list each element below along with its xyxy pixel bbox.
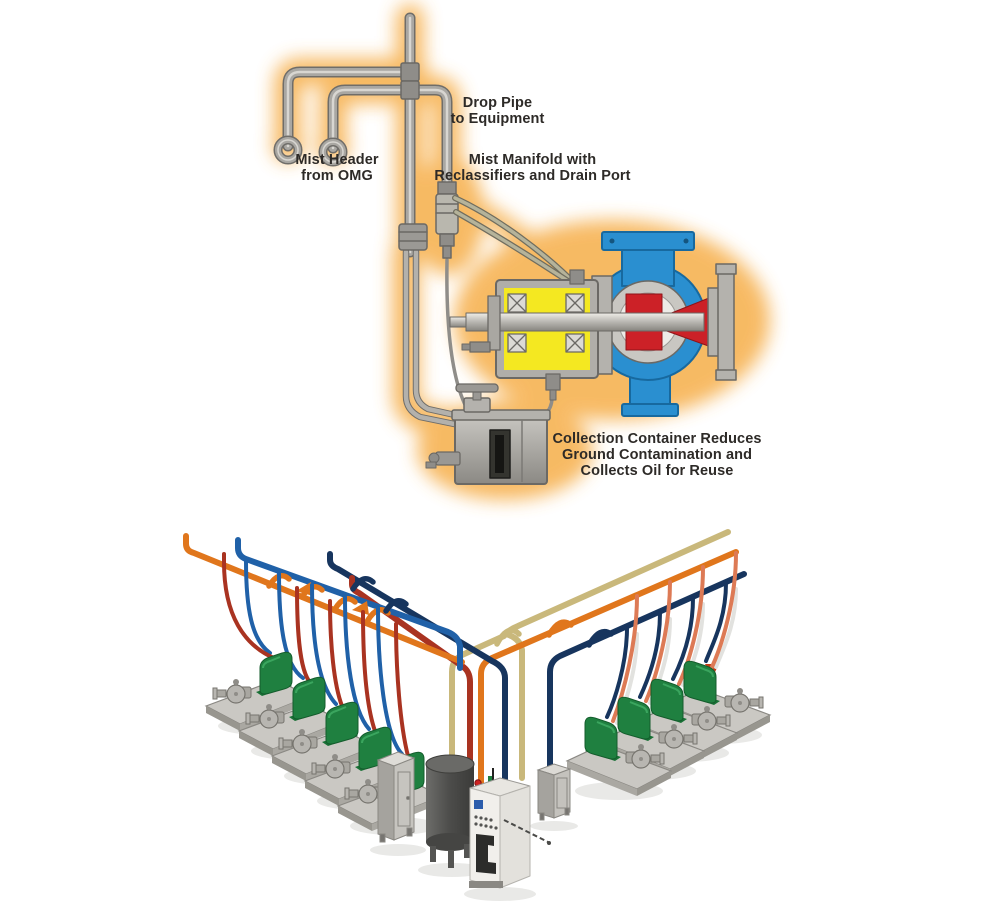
- collection-container: [425, 383, 551, 485]
- bearings: [507, 293, 585, 353]
- label-line: Drop Pipe: [462, 95, 533, 111]
- branch-drops: [222, 551, 738, 758]
- label-line: Ground Contamination and: [561, 447, 753, 463]
- header-drop-rings: [273, 135, 348, 167]
- console-nameplate: [474, 800, 483, 809]
- console-mimic-graphic: [476, 834, 496, 874]
- label-line: Collection Container Reduces: [552, 431, 762, 447]
- discharge-flange: [601, 231, 695, 251]
- label-line: to Equipment: [450, 111, 545, 127]
- label-line: Mist Manifold with: [468, 152, 597, 168]
- header-navy-right: [547, 571, 747, 770]
- t-handle: [455, 383, 499, 393]
- salmon-drops: [611, 551, 738, 723]
- console-probe: [503, 819, 549, 843]
- small-cabinet: [536, 763, 572, 821]
- label-line: Collects Oil for Reuse: [580, 463, 734, 479]
- label-collection-container: Collection Container Reduces Ground Cont…: [552, 431, 762, 479]
- label-mist-manifold: Mist Manifold with Reclassifiers and Dra…: [420, 152, 645, 184]
- label-line: Reclassifiers and Drain Port: [434, 168, 631, 184]
- mist-inlet-fitting: [569, 269, 585, 285]
- label-line: Mist Header: [295, 152, 379, 168]
- drain-valve: [425, 451, 461, 469]
- suction-flange: [717, 269, 735, 375]
- header-orange-left: [183, 533, 465, 665]
- console-buttons: [474, 815, 498, 830]
- electrical-cabinet: [376, 751, 416, 843]
- pump-shaft: [465, 312, 705, 332]
- oil-mist-generator-console: [469, 768, 551, 889]
- header-blue-left: [235, 537, 463, 671]
- plant-overview-svg: [183, 529, 771, 901]
- drain-lines: [402, 248, 554, 430]
- pump-cross-section: [449, 231, 737, 417]
- label-drop-pipe: Drop Pipe to Equipment: [425, 95, 570, 127]
- pipe-fittings: [398, 62, 428, 251]
- drain-fitting: [545, 373, 561, 391]
- mist-header-piping: [273, 12, 604, 430]
- top-diagram-svg: [272, 4, 770, 500]
- oil-reservoir-tank: [425, 754, 475, 868]
- mist-manifold: [435, 181, 459, 259]
- label-line: from OMG: [301, 168, 373, 184]
- label-mist-header: Mist Header from OMG: [268, 152, 406, 184]
- header-navy-main: [327, 551, 508, 799]
- right-pump-group: [566, 660, 771, 797]
